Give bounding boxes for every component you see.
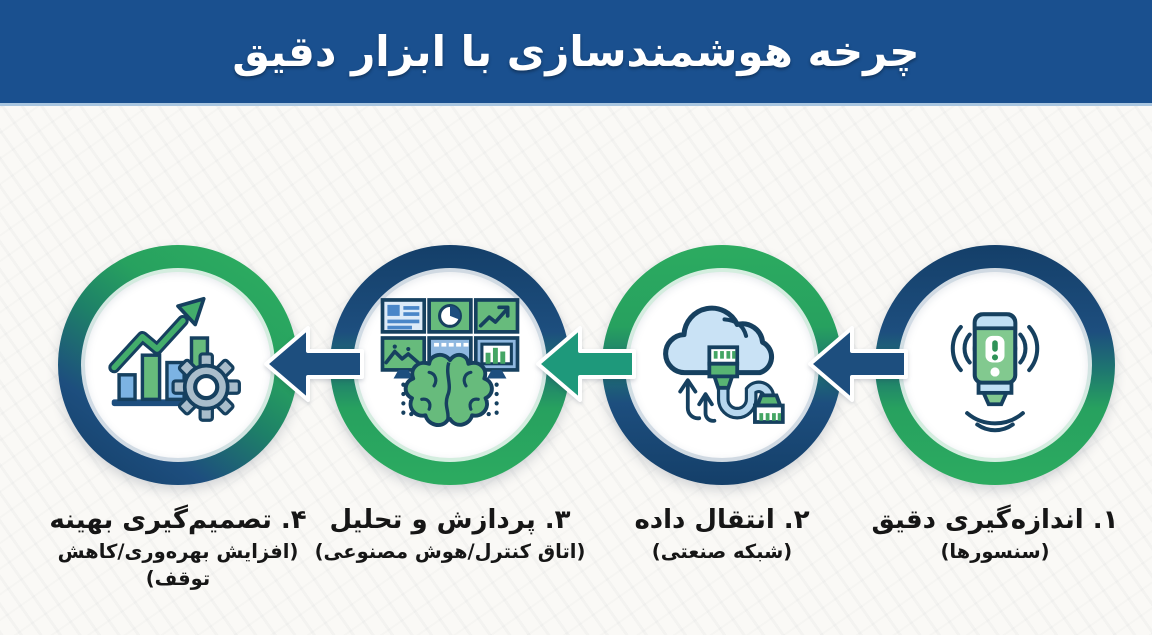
growth-gear-icon bbox=[108, 296, 241, 422]
step-2-label: ۲. انتقال داده (شبکه صنعتی) bbox=[572, 504, 872, 565]
title-banner: چرخه هوشمندسازی با ابزار دقیق bbox=[0, 0, 1152, 106]
step-1-circle-inner bbox=[902, 272, 1088, 458]
step-3-circle bbox=[330, 245, 570, 485]
control-room-brain-icon bbox=[380, 298, 520, 427]
step-3-label: ۳. پردازش و تحلیل (اتاق کنترل/هوش مصنوعی… bbox=[300, 504, 600, 565]
step-1-title: ۱. اندازه‌گیری دقیق bbox=[871, 505, 1119, 535]
step-3-circle-inner bbox=[357, 272, 543, 458]
page-title: چرخه هوشمندسازی با ابزار دقیق bbox=[232, 27, 920, 76]
step-1-label: ۱. اندازه‌گیری دقیق (سنسورها) bbox=[845, 504, 1145, 565]
step-2-circle-inner bbox=[629, 272, 815, 458]
step-1-circle bbox=[875, 245, 1115, 485]
flow-arrow-step1-to-step2 bbox=[808, 326, 908, 402]
step-4-title: ۴. تصمیم‌گیری بهینه bbox=[49, 505, 307, 535]
flow-arrow-step2-to-step3 bbox=[536, 326, 636, 402]
step-2-subtitle: (شبکه صنعتی) bbox=[651, 539, 793, 563]
step-4-circle-inner bbox=[85, 272, 271, 458]
step-4-label: ۴. تصمیم‌گیری بهینه (افزایش بهره‌وری/کاه… bbox=[28, 504, 328, 592]
step-2-title: ۲. انتقال داده bbox=[634, 505, 810, 535]
step-2-circle bbox=[602, 245, 842, 485]
step-1-subtitle: (سنسورها) bbox=[940, 539, 1050, 563]
step-3-subtitle: (اتاق کنترل/هوش مصنوعی) bbox=[314, 539, 586, 563]
sensor-icon bbox=[950, 312, 1040, 433]
flow-arrow-step3-to-step4 bbox=[264, 326, 364, 402]
step-3-title: ۳. پردازش و تحلیل bbox=[329, 505, 571, 535]
step-4-subtitle: (افزایش بهره‌وری/کاهش توقف) bbox=[57, 539, 299, 591]
step-4-circle bbox=[58, 245, 298, 485]
cloud-data-transfer-icon bbox=[663, 305, 785, 424]
